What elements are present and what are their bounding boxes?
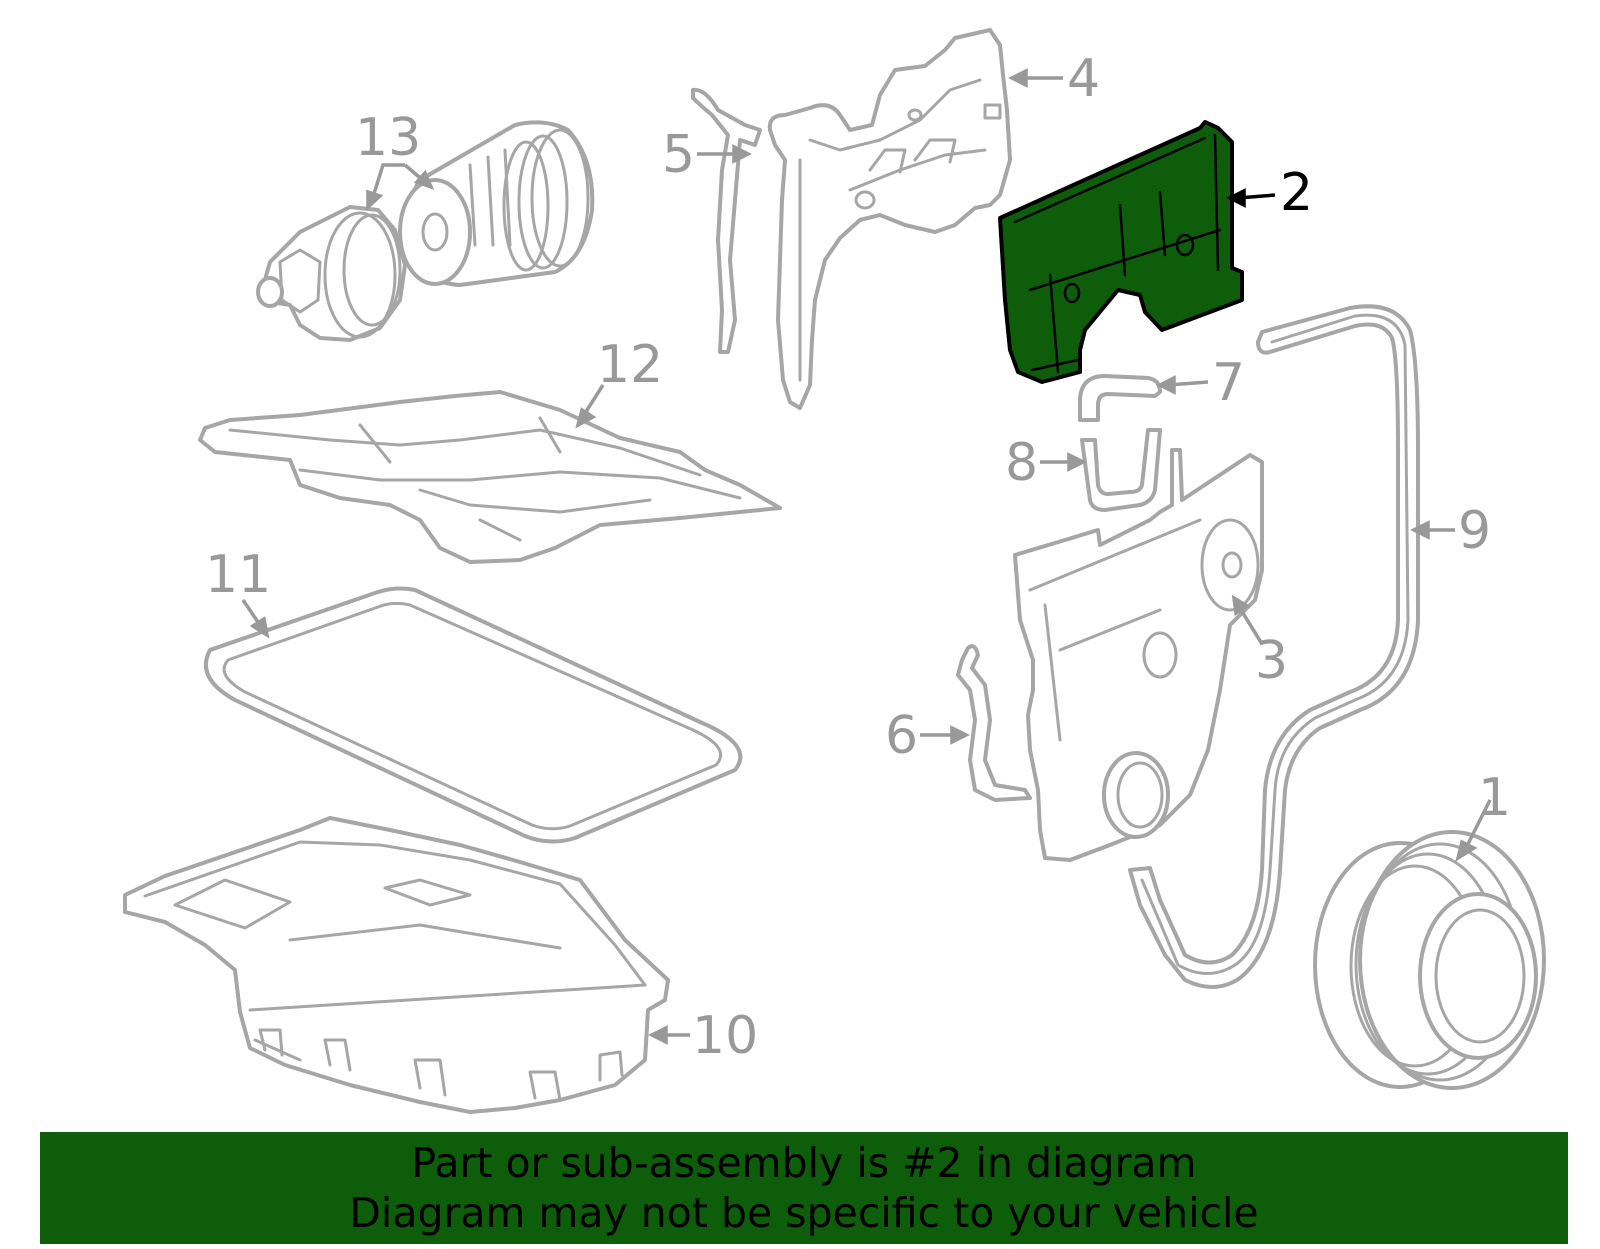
part-11-pan-gasket[interactable] <box>204 586 743 844</box>
banner-disclaimer: Diagram may not be specific to your vehi… <box>349 1189 1259 1237</box>
part-5-gasket[interactable] <box>691 87 762 354</box>
part-13-oil-filters[interactable] <box>256 120 595 342</box>
callout-11[interactable]: 11 <box>205 545 271 605</box>
callout-8[interactable]: 8 <box>1005 433 1038 493</box>
callout-4[interactable]: 4 <box>1067 49 1100 109</box>
part-8-seal[interactable] <box>1080 428 1162 512</box>
part-4-upper-cover[interactable] <box>767 28 1012 410</box>
part-6-gasket[interactable] <box>956 644 1032 802</box>
part-12-splash-shield[interactable] <box>198 390 782 564</box>
callout-10[interactable]: 10 <box>692 1006 758 1066</box>
part-10-oil-pan[interactable] <box>123 816 670 1114</box>
info-banner: Part or sub-assembly is #2 in diagram Di… <box>40 1132 1568 1244</box>
callout-1[interactable]: 1 <box>1478 768 1511 828</box>
part-2-highlighted-cover[interactable] <box>998 120 1244 384</box>
callout-9[interactable]: 9 <box>1458 501 1491 561</box>
part-3-lower-cover[interactable] <box>1013 448 1264 862</box>
part-1-pulley[interactable] <box>1313 830 1546 1090</box>
part-9-belt[interactable] <box>1128 304 1420 989</box>
callout-6[interactable]: 6 <box>885 706 918 766</box>
banner-part-info: Part or sub-assembly is #2 in diagram <box>411 1139 1197 1187</box>
callout-7[interactable]: 7 <box>1212 353 1245 413</box>
parts-diagram: 1 2 3 4 5 6 7 8 9 10 11 12 13 <box>123 28 1546 1114</box>
callout-labels: 1 2 3 4 5 6 7 8 9 10 11 12 13 <box>205 49 1511 1066</box>
part-7-seal[interactable] <box>1078 374 1162 422</box>
callout-5[interactable]: 5 <box>662 125 695 185</box>
callout-12[interactable]: 12 <box>597 335 663 395</box>
leader-lines <box>241 68 1492 1045</box>
callout-3[interactable]: 3 <box>1255 631 1288 691</box>
callout-13[interactable]: 13 <box>355 108 421 168</box>
callout-2[interactable]: 2 <box>1280 163 1313 223</box>
